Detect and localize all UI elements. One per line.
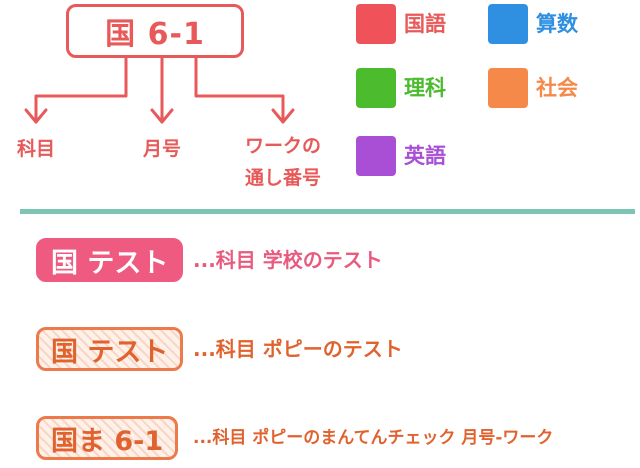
- badge-poppy-test: 国 テスト: [36, 327, 184, 371]
- legend-swatch-japanese: [356, 4, 396, 44]
- legend-label-science: 理科: [404, 76, 446, 100]
- legend-label-japanese: 国語: [404, 12, 446, 36]
- badge-poppy-manten-check-text: 国ま 6-1: [51, 425, 164, 457]
- legend-swatch-english: [356, 136, 396, 176]
- badge-poppy-manten-check: 国ま 6-1: [36, 416, 179, 460]
- legend-swatch-math: [488, 4, 528, 44]
- label-workbook-number: ワークの 通し番号: [244, 135, 321, 189]
- label-month: 月号: [142, 138, 181, 160]
- desc-poppy-test: ...科目 ポピーのテスト: [193, 337, 403, 361]
- desc-poppy-manten-check: ...科目 ポピーのまんてんチェック 月号-ワーク: [193, 428, 554, 448]
- legend-label-social: 社会: [536, 76, 578, 100]
- legend-swatch-science: [356, 68, 396, 108]
- arrowhead-subject: [24, 108, 48, 124]
- legend-label-math: 算数: [536, 12, 578, 36]
- code-example-box: 国 6-1: [66, 4, 244, 58]
- badge-poppy-test-text: 国 テスト: [51, 336, 169, 368]
- badge-school-test-text: 国 テスト: [51, 247, 169, 279]
- badge-school-test: 国 テスト: [36, 238, 184, 282]
- arrowhead-workbook-number: [271, 108, 295, 124]
- arrow-subject: [34, 56, 128, 124]
- desc-school-test: ...科目 学校のテスト: [193, 248, 383, 272]
- section-divider: [20, 209, 635, 214]
- legend-swatch-social: [488, 68, 528, 108]
- code-example-text: 国 6-1: [105, 17, 205, 52]
- arrow-workbook-number: [194, 56, 285, 124]
- arrowhead-month: [150, 108, 174, 124]
- connector-arrows: [24, 56, 295, 124]
- legend-label-english: 英語: [404, 144, 446, 168]
- label-subject: 科目: [16, 138, 55, 160]
